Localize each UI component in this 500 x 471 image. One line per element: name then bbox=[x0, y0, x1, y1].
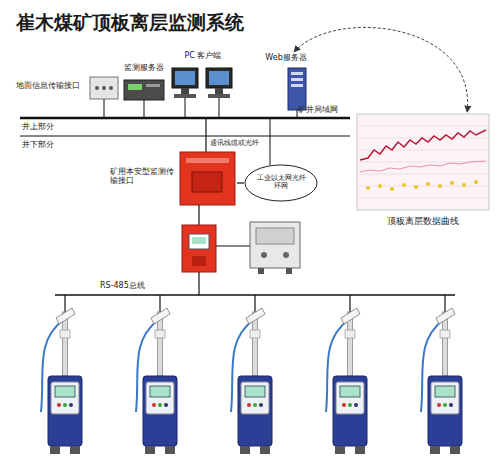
connector bbox=[294, 27, 468, 112]
node-label: 监测服务器 bbox=[120, 63, 168, 72]
node-label: Web服务器 bbox=[258, 53, 314, 62]
displacement-sensors bbox=[41, 308, 462, 454]
annotation-label: RS-485总线 bbox=[100, 281, 145, 290]
node-label: 矿用本安型监测传输接口 bbox=[110, 168, 176, 185]
device-node: Web服务器 bbox=[258, 52, 314, 112]
diagram-title: 崔木煤矿顶板离层监测系统 bbox=[16, 10, 244, 36]
annotation-label: 通讯线缆或光纤 bbox=[210, 139, 259, 147]
annotation-label: 井上部分 bbox=[22, 122, 54, 131]
device-node: 监测服务器 bbox=[120, 62, 168, 102]
device-node: PC 客户端 bbox=[168, 50, 238, 100]
device-node: 顶板离层数据曲线 bbox=[354, 112, 492, 234]
device-node: 工业以太网光纤环网 bbox=[244, 164, 318, 202]
node-label: 顶板离层数据曲线 bbox=[354, 216, 492, 226]
device-node: 地面信息传输接口 bbox=[16, 72, 134, 104]
connector bbox=[237, 182, 244, 183]
surface-devices bbox=[90, 68, 306, 110]
data-chart bbox=[357, 114, 489, 210]
annotation-label: 井下部分 bbox=[22, 140, 54, 149]
node-label: PC 客户端 bbox=[172, 51, 234, 60]
node-label: 地面信息传输接口 bbox=[16, 81, 90, 90]
annotation-label: 矿井局域网 bbox=[298, 105, 338, 114]
node-label: 工业以太网光纤环网 bbox=[254, 174, 308, 190]
device-node: 矿用本安型监测传输接口 bbox=[110, 150, 237, 207]
